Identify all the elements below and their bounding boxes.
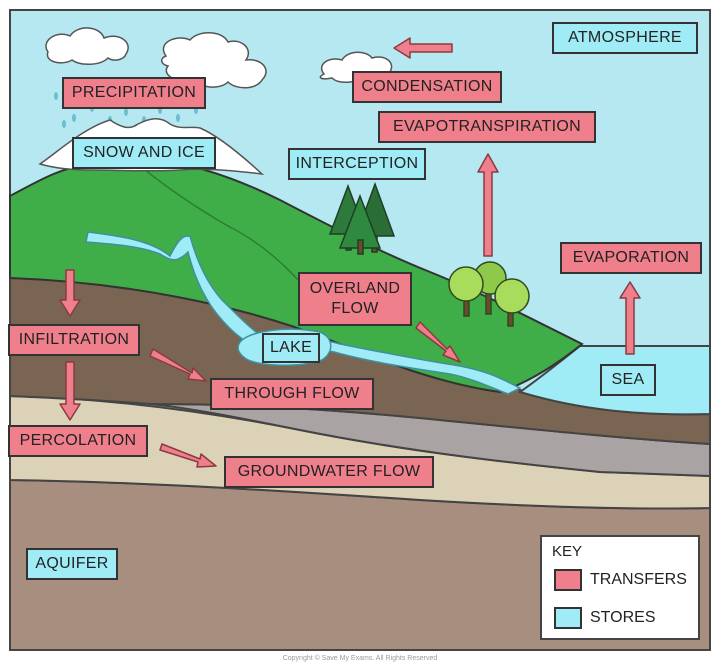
- label-through-flow: THROUGH FLOW: [210, 378, 374, 410]
- label-precipitation: PRECIPITATION: [62, 77, 206, 109]
- label-evaporation: EVAPORATION: [560, 242, 702, 274]
- label-interception: INTERCEPTION: [288, 148, 426, 180]
- legend-key: KEY TRANSFERS STORES: [540, 535, 700, 640]
- label-groundwater-flow: GROUNDWATER FLOW: [224, 456, 434, 488]
- cloud-left: [45, 27, 129, 65]
- arrow-groundwater-flow: [159, 443, 217, 468]
- arrows: [59, 37, 641, 468]
- label-overland-flow-line1: OVERLAND: [309, 280, 401, 297]
- arrow-condensation-left: [393, 37, 453, 59]
- cloud-middle: [161, 32, 267, 89]
- hill-ridge-line: [139, 165, 301, 283]
- deciduous-trees: [448, 261, 530, 327]
- label-aquifer: AQUIFER: [26, 548, 118, 580]
- arrow-evaporation-up: [619, 281, 641, 355]
- label-overland-flow-line2: FLOW: [331, 300, 379, 317]
- arrow-evapotranspiration-up: [477, 153, 499, 257]
- arrow-overland-flow: [415, 321, 461, 363]
- label-evapotranspiration: EVAPOTRANSPIRATION: [378, 111, 596, 143]
- label-snow-and-ice: SNOW AND ICE: [72, 137, 216, 169]
- arrow-infiltration-down: [59, 361, 81, 421]
- label-infiltration: INFILTRATION: [8, 324, 140, 356]
- label-condensation: CONDENSATION: [352, 71, 502, 103]
- copyright-notice: Copyright © Save My Exams. All Rights Re…: [282, 655, 438, 662]
- label-lake: LAKE: [262, 333, 320, 363]
- legend-swatch-stores: [554, 607, 582, 629]
- label-sea: SEA: [600, 364, 656, 396]
- river: [85, 231, 522, 395]
- legend-swatch-transfers: [554, 569, 582, 591]
- label-overland-flow: OVERLAND FLOW: [298, 272, 412, 326]
- arrow-precipitation-down: [59, 269, 81, 317]
- light-rock-layer: [9, 394, 711, 510]
- legend-label-stores: STORES: [590, 609, 656, 626]
- legend-title: KEY: [552, 543, 583, 560]
- label-percolation: PERCOLATION: [8, 425, 148, 457]
- pine-trees: [328, 181, 396, 255]
- legend-label-transfers: TRANSFERS: [590, 571, 687, 588]
- arrow-through-flow: [149, 348, 207, 382]
- label-atmosphere: ATMOSPHERE: [552, 22, 698, 54]
